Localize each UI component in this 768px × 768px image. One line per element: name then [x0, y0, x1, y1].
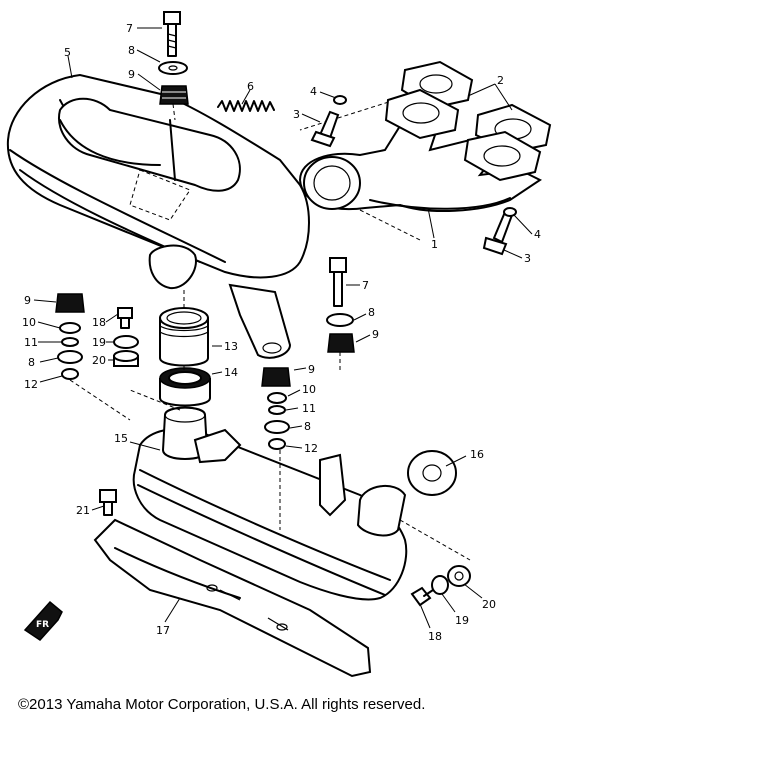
part-label-6: 6 — [247, 80, 254, 93]
part-label-21: 21 — [76, 504, 90, 517]
upper-muffler — [6, 73, 310, 290]
part-label-13: 13 — [224, 340, 238, 353]
grommet-9-right — [327, 333, 355, 353]
bolt-21 — [99, 489, 117, 516]
guard-17 — [93, 518, 372, 678]
lower-muffler — [129, 389, 471, 601]
upper-bolt-3 — [310, 110, 340, 148]
part-label-9: 9 — [128, 68, 135, 81]
part-label-19: 19 — [92, 336, 106, 349]
part-label-18: 18 — [428, 630, 442, 643]
right-middle-stack — [261, 367, 291, 450]
part-label-2: 2 — [497, 74, 504, 87]
part-label-8: 8 — [28, 356, 35, 369]
part-label-5: 5 — [64, 46, 71, 59]
part-label-7: 7 — [126, 22, 133, 35]
front-arrow-label: FR — [36, 620, 49, 630]
part-number-labels: 7 8 9 5 6 4 3 2 4 3 1 7 8 9 9 10 11 8 12… — [22, 22, 541, 643]
sleeve-13 — [159, 307, 209, 367]
part-label-12: 12 — [304, 442, 318, 455]
bolt-7-right — [329, 257, 347, 307]
part-label-8: 8 — [368, 306, 375, 319]
nut-4-upper — [333, 95, 347, 105]
muffler-bracket — [228, 283, 292, 359]
lower-bolt-3 — [482, 210, 514, 256]
part-label-1: 1 — [431, 238, 438, 251]
part-label-11: 11 — [24, 336, 38, 349]
bolt-7-top — [163, 11, 181, 57]
washer-8-top — [158, 61, 188, 75]
part-label-4: 4 — [310, 85, 317, 98]
part-label-8: 8 — [304, 420, 311, 433]
left-stack — [55, 293, 85, 380]
part-label-9: 9 — [24, 294, 31, 307]
part-label-10: 10 — [22, 316, 36, 329]
part-label-12: 12 — [24, 378, 38, 391]
part-label-9: 9 — [372, 328, 379, 341]
middle-stack — [113, 307, 139, 367]
part-label-4: 4 — [534, 228, 541, 241]
part-label-16: 16 — [470, 448, 484, 461]
part-label-11: 11 — [302, 402, 316, 415]
connector-14 — [159, 367, 211, 407]
washer-16 — [407, 450, 457, 496]
part-label-7: 7 — [362, 279, 369, 292]
part-label-15: 15 — [114, 432, 128, 445]
front-arrow-icon: FR — [23, 600, 63, 641]
part-label-17: 17 — [156, 624, 170, 637]
rear-bolt-stack — [410, 565, 471, 607]
part-label-8: 8 — [128, 44, 135, 57]
part-label-9: 9 — [308, 363, 315, 376]
part-label-20: 20 — [482, 598, 496, 611]
part-label-18: 18 — [92, 316, 106, 329]
nut-4-lower — [503, 207, 517, 217]
copyright-notice: ©2013 Yamaha Motor Corporation, U.S.A. A… — [18, 696, 426, 713]
grommet-9-top — [159, 85, 189, 105]
part-label-19: 19 — [455, 614, 469, 627]
part-label-20: 20 — [92, 354, 106, 367]
part-label-10: 10 — [302, 383, 316, 396]
leader-lines — [33, 27, 533, 629]
washer-8-right — [326, 313, 354, 327]
part-label-3: 3 — [293, 108, 300, 121]
part-label-3: 3 — [524, 252, 531, 265]
exhaust-pipe — [298, 99, 542, 241]
spring — [217, 100, 275, 112]
gaskets — [384, 60, 552, 182]
part-label-14: 14 — [224, 366, 238, 379]
